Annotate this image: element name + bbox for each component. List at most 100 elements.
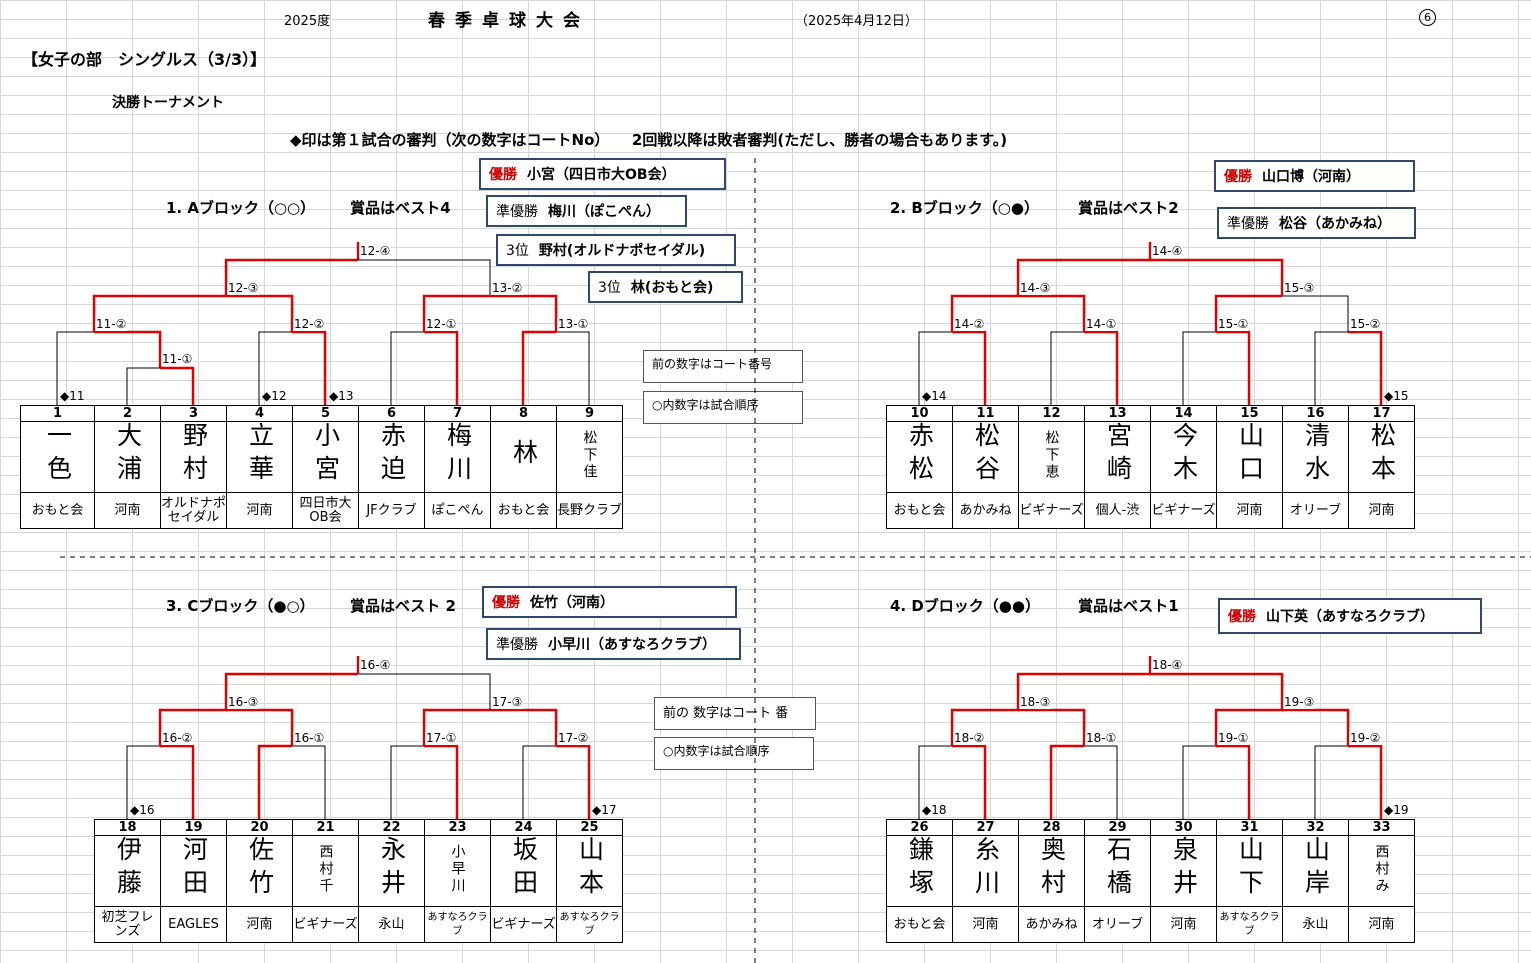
player-club: EAGLES bbox=[160, 906, 227, 943]
player-number: 21 bbox=[292, 819, 359, 836]
match-label: 11-② bbox=[95, 317, 128, 331]
bracket-line-winner bbox=[94, 330, 162, 368]
bracket-line-winner bbox=[160, 366, 195, 405]
block-a-heading: 1. Aブロック（○○） bbox=[166, 199, 316, 217]
player-name: 松谷 bbox=[971, 422, 1001, 488]
bracket-line-winner bbox=[226, 294, 294, 332]
bracket-line bbox=[918, 331, 952, 405]
umpire-ref: ◆12 bbox=[262, 389, 287, 403]
player-number: 30 bbox=[1150, 819, 1217, 836]
block-d-player-table: 26 27 28 29 30 31 32 33 鎌塚 糸川 奥村 石橋 泉井 山… bbox=[886, 819, 1415, 943]
player-number: 6 bbox=[358, 405, 425, 422]
player-number: 24 bbox=[490, 819, 557, 836]
match-label: 14-② bbox=[953, 317, 986, 331]
player-name: 林 bbox=[509, 438, 539, 472]
bracket-line-winner bbox=[224, 258, 358, 296]
player-number: 11 bbox=[952, 405, 1019, 422]
bracket-line-winner bbox=[950, 708, 1018, 746]
player-number: 19 bbox=[160, 819, 227, 836]
bracket-line bbox=[1084, 745, 1118, 819]
match-label: 18-③ bbox=[1019, 695, 1052, 709]
bracket-line-winner bbox=[1348, 744, 1383, 819]
player-number: 2 bbox=[94, 405, 161, 422]
winner-label: 優勝 bbox=[1228, 609, 1256, 625]
player-number: 17 bbox=[1348, 405, 1415, 422]
bracket-line bbox=[292, 745, 326, 819]
third-label: 3位 bbox=[598, 280, 621, 296]
match-label: 18-④ bbox=[1151, 658, 1184, 672]
player-name: 西村み bbox=[1373, 843, 1390, 895]
player-name: 西村千 bbox=[317, 843, 334, 895]
runnerup-name: 梅川（ぽこぺん） bbox=[548, 204, 660, 220]
match-label: 16-④ bbox=[359, 658, 392, 672]
bracket-line-winner bbox=[1282, 708, 1350, 746]
player-club: ビギナーズ bbox=[1018, 492, 1085, 529]
match-label: 19-③ bbox=[1283, 695, 1316, 709]
block-c-runnerup-box: 準優勝小早川（あすなろクラブ） bbox=[486, 628, 741, 660]
player-club: 河南 bbox=[1216, 492, 1283, 529]
third-name: 野村(オルドナポセイダル) bbox=[538, 243, 706, 259]
bracket-line bbox=[1182, 331, 1216, 405]
block-b-heading: 2. Bブロック（○●） bbox=[890, 199, 1039, 217]
bracket-line bbox=[126, 745, 160, 819]
player-number: 33 bbox=[1348, 819, 1415, 836]
player-number: 5 bbox=[292, 405, 359, 422]
block-b-runnerup-box: 準優勝松谷（あかみね） bbox=[1217, 207, 1416, 239]
player-name: 山岸 bbox=[1301, 836, 1331, 902]
player-name: 石橋 bbox=[1103, 836, 1133, 902]
player-name: 一色 bbox=[43, 422, 73, 488]
player-name: 糸川 bbox=[971, 836, 1001, 902]
player-name: 坂田 bbox=[509, 836, 539, 902]
block-c-winner-box: 優勝佐竹（河南） bbox=[482, 586, 737, 618]
bracket-line bbox=[126, 367, 160, 405]
player-number: 15 bbox=[1216, 405, 1283, 422]
block-c-player-table: 18 19 20 21 22 23 24 25 伊藤 河田 佐竹 西村千 永井 … bbox=[94, 819, 623, 943]
match-order-note-c: ○内数字は試合順序 bbox=[654, 737, 814, 770]
bracket-line-winner bbox=[292, 330, 327, 405]
match-label: 15-③ bbox=[1283, 281, 1316, 295]
block-c-prize: 賞品はベスト 2 bbox=[350, 597, 456, 615]
bracket-line-winner bbox=[1214, 708, 1282, 746]
winner-name: 佐竹（河南） bbox=[530, 595, 614, 611]
match-label: 19-② bbox=[1349, 731, 1382, 745]
block-a-third-box-2: 3位林(おもと会) bbox=[588, 271, 743, 303]
umpire-ref: ◆13 bbox=[329, 389, 354, 403]
match-label: 12-① bbox=[425, 317, 458, 331]
player-name: 赤松 bbox=[905, 422, 935, 488]
player-number: 9 bbox=[556, 405, 623, 422]
player-club: ビギナーズ bbox=[292, 906, 359, 943]
block-a-third-box-1: 3位野村(オルドナポセイダル) bbox=[496, 234, 736, 266]
player-name: 鎌塚 bbox=[905, 836, 935, 902]
player-number: 4 bbox=[226, 405, 293, 422]
player-club: あかみね bbox=[952, 492, 1019, 529]
player-number: 12 bbox=[1018, 405, 1085, 422]
block-a-prize: 賞品はベスト4 bbox=[350, 199, 451, 217]
block-d-prize: 賞品はベスト1 bbox=[1078, 597, 1179, 615]
player-number: 3 bbox=[160, 405, 227, 422]
player-name: 山本 bbox=[575, 836, 605, 902]
runnerup-label: 準優勝 bbox=[1227, 216, 1269, 232]
bracket-line bbox=[556, 331, 590, 405]
player-name: 河田 bbox=[179, 836, 209, 902]
umpire-ref: ◆14 bbox=[922, 389, 947, 403]
player-number: 10 bbox=[886, 405, 953, 422]
player-name: 立華 bbox=[245, 422, 275, 488]
section-title: 【女子の部 シングルス（3/3）】 bbox=[22, 50, 267, 69]
player-club: おもと会 bbox=[886, 906, 953, 943]
player-club: 長野クラブ bbox=[556, 492, 623, 529]
player-club: ビギナーズ bbox=[1150, 492, 1217, 529]
player-number: 8 bbox=[490, 405, 557, 422]
court-number-note: 前の数字はコート番号 bbox=[643, 350, 803, 383]
match-label: 16-① bbox=[293, 731, 326, 745]
player-name: 松下佳 bbox=[581, 429, 598, 481]
player-number: 25 bbox=[556, 819, 623, 836]
bracket-line-winner bbox=[1018, 708, 1086, 746]
block-b-winner-box: 優勝山口博（河南） bbox=[1214, 160, 1415, 192]
player-number: 7 bbox=[424, 405, 491, 422]
bracket-line bbox=[1314, 331, 1348, 405]
bracket-line-winner bbox=[1016, 258, 1150, 296]
match-label: 17-① bbox=[425, 731, 458, 745]
bracket-line-winner bbox=[424, 330, 459, 405]
bracket-line-winner bbox=[1216, 744, 1251, 819]
player-name: 山口 bbox=[1235, 422, 1265, 488]
